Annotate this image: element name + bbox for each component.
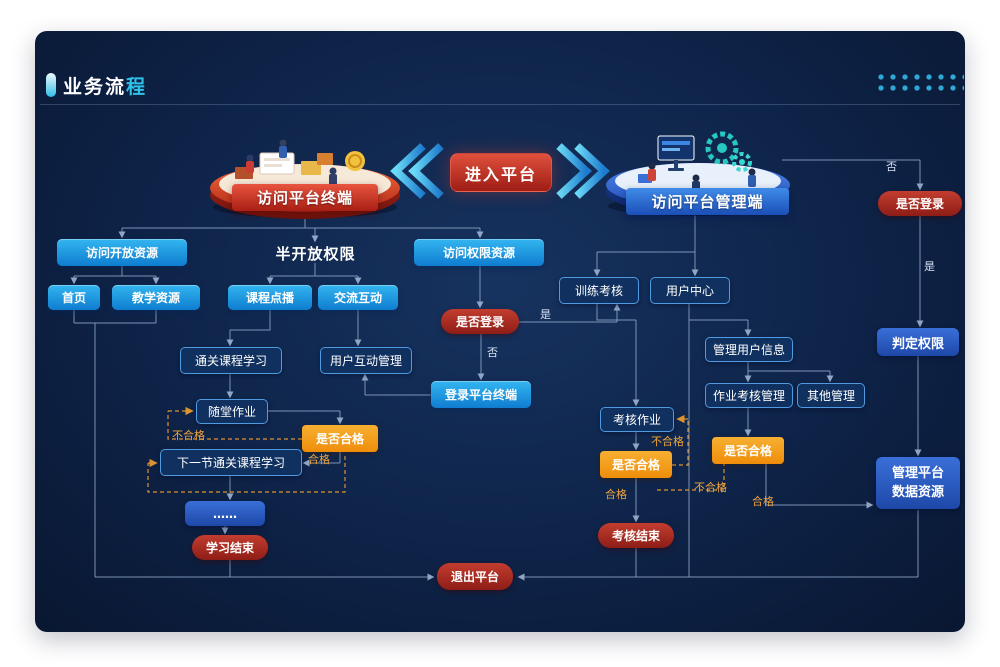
title-main: 业务流	[63, 76, 127, 98]
enter-platform-button: 进入平台	[450, 153, 552, 192]
manage-platform-line2: 数据资源	[891, 485, 944, 500]
node-pass-check-1: 是否合格	[302, 425, 378, 452]
node-teaching-resources: 教学资源	[112, 285, 200, 310]
edge-label-yes-right: 是	[924, 260, 935, 273]
node-class-homework: 随堂作业	[196, 399, 268, 424]
right-chevrons-icon	[556, 143, 610, 199]
title-icon	[46, 73, 56, 97]
node-assessment-homework: 考核作业	[600, 407, 674, 432]
manage-platform-line1: 管理平台	[891, 465, 944, 481]
node-study-end: 学习结束	[192, 535, 268, 560]
edge-label-no-right: 否	[886, 160, 897, 173]
node-manage-platform-data: 管理平台 数据资源	[876, 457, 960, 509]
terminal-platform-banner: 访问平台终端	[232, 184, 378, 211]
node-judge-permission: 判定权限	[877, 328, 959, 356]
dots-decoration	[878, 74, 964, 95]
edge-label-pass-1: 合格	[308, 453, 330, 466]
edge-label-no-center: 否	[487, 346, 498, 359]
node-assessment-end: 考核结束	[598, 523, 674, 548]
page-title: 业务流程	[63, 72, 147, 99]
node-pass-check-3: 是否合格	[712, 437, 784, 464]
edge-label-pass-3: 合格	[752, 495, 774, 508]
edge-label-fail-3: 不合格	[694, 481, 727, 494]
node-access-permission-resources: 访问权限资源	[414, 239, 544, 266]
edge-label-fail-1: 不合格	[172, 429, 205, 442]
header-divider	[40, 104, 960, 105]
management-platform-banner: 访问平台管理端	[626, 188, 789, 215]
node-training-assessment: 训练考核	[559, 277, 639, 304]
node-semi-open-permission: 半开放权限	[275, 244, 356, 263]
node-communication-interaction: 交流互动	[318, 285, 398, 310]
node-user-interaction-management: 用户互动管理	[320, 347, 412, 374]
node-user-center: 用户中心	[650, 277, 730, 304]
node-other-management: 其他管理	[797, 383, 865, 408]
node-course-on-demand: 课程点播	[228, 285, 312, 310]
node-login-platform-terminal: 登录平台终端	[431, 381, 531, 408]
edge-label-fail-2: 不合格	[651, 435, 684, 448]
node-next-pass-course-learning: 下一节通关课程学习	[160, 449, 302, 476]
node-ellipsis: ……	[185, 501, 265, 526]
node-home: 首页	[48, 285, 100, 310]
node-manage-user-info: 管理用户信息	[705, 337, 793, 362]
node-login-check-center: 是否登录	[441, 309, 519, 334]
node-access-open-resources: 访问开放资源	[57, 239, 187, 266]
node-homework-assessment-management: 作业考核管理	[705, 383, 793, 408]
edge-label-pass-2: 合格	[605, 488, 627, 501]
edge-label-yes-center: 是	[540, 308, 551, 321]
node-login-check-right: 是否登录	[878, 191, 962, 216]
manage-platform-data-text: 管理平台 数据资源	[892, 464, 944, 503]
left-chevrons-icon	[390, 143, 444, 199]
node-pass-course-learning: 通关课程学习	[180, 347, 282, 374]
node-exit-platform: 退出平台	[437, 563, 513, 590]
node-pass-check-2: 是否合格	[600, 451, 672, 478]
title-accent: 程	[126, 76, 148, 98]
